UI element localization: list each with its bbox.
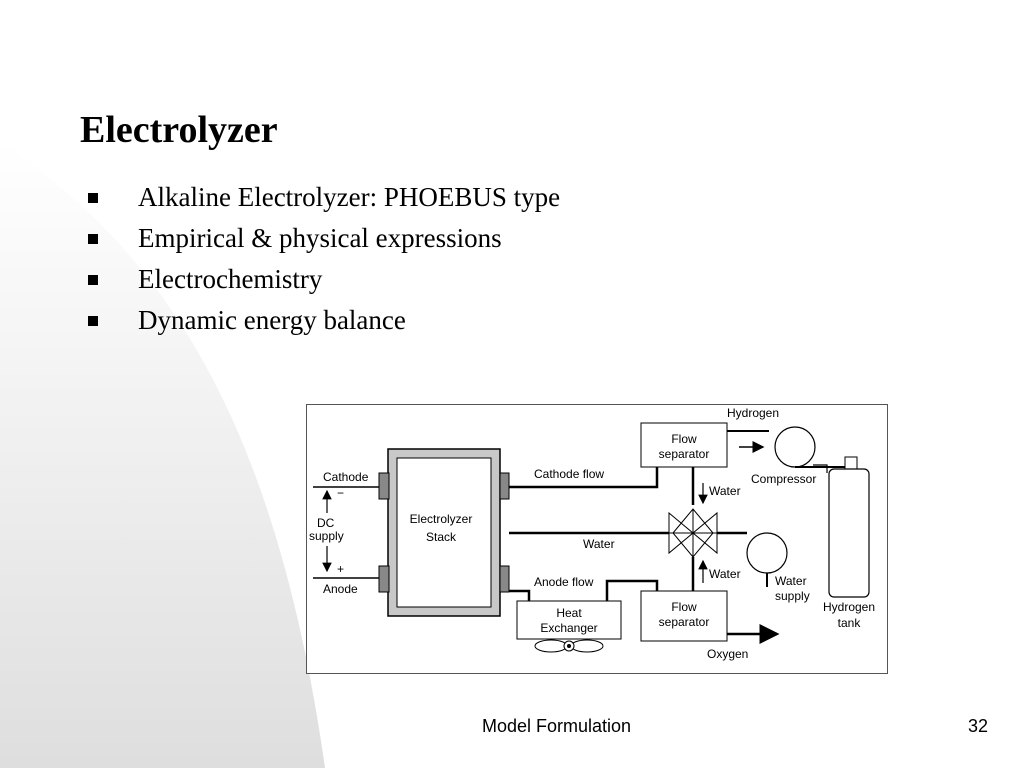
water-supply-label-2: supply — [775, 589, 810, 603]
page-number: 32 — [967, 716, 988, 736]
electrolyzer-stack: Electrolyzer Stack — [387, 448, 501, 617]
electrolyzer-diagram-svg: Electrolyzer Stack Cathode − DC supply +… — [309, 406, 875, 661]
water-pump — [746, 532, 788, 587]
flow-separator-top-label-1: Flow — [671, 432, 697, 446]
hydrogen-tank — [828, 456, 870, 598]
stack-label-1: Electrolyzer — [410, 512, 473, 526]
square-bullet-icon — [88, 275, 98, 285]
heat-exchanger-label-2: Exchanger — [540, 621, 597, 635]
cathode-flow-pipe — [509, 467, 659, 489]
flow-separator-top-label-2: separator — [659, 447, 710, 461]
anode-flow-label: Anode flow — [534, 575, 594, 589]
square-bullet-icon — [88, 316, 98, 326]
supply-label: supply — [309, 529, 344, 543]
cathode-outlet — [499, 472, 510, 500]
flow-separator-bottom-label-2: separator — [659, 615, 710, 629]
flow-separator-top — [640, 422, 728, 468]
electrolyzer-diagram: Electrolyzer Stack Cathode − DC supply +… — [306, 404, 888, 674]
anode-outlet — [499, 565, 510, 593]
oxygen-label: Oxygen — [707, 647, 748, 661]
heat-exchanger — [516, 600, 622, 640]
mixing-valve — [668, 508, 718, 558]
hydrogen-label: Hydrogen — [727, 406, 779, 420]
minus-sign: − — [337, 486, 344, 500]
bullet-text: Electrochemistry — [138, 264, 323, 294]
flow-separator-bottom — [640, 590, 728, 642]
hydrogen-tank-label-1: Hydrogen — [823, 600, 875, 614]
hydrogen-tank-label-2: tank — [838, 616, 862, 630]
water-mid-label: Water — [583, 537, 615, 551]
water-bottom-label: Water — [709, 567, 741, 581]
plus-sign: + — [337, 562, 344, 576]
bullet-text: Alkaline Electrolyzer: PHOEBUS type — [138, 182, 561, 212]
compressor-outlet — [813, 464, 828, 473]
square-bullet-icon — [88, 234, 98, 244]
fan-icon — [534, 639, 604, 653]
anode-terminal — [378, 565, 390, 593]
stack-label-2: Stack — [426, 530, 457, 544]
anode-flow-pipe — [509, 589, 531, 601]
dc-label: DC — [317, 516, 335, 530]
flow-separator-bottom-label-1: Flow — [671, 600, 697, 614]
water-top-label: Water — [709, 484, 741, 498]
square-bullet-icon — [88, 193, 98, 203]
heat-to-separator-pipe — [605, 579, 659, 601]
anode-label: Anode — [323, 582, 358, 596]
cathode-label: Cathode — [323, 470, 369, 484]
footer-title: Model Formulation — [482, 716, 632, 736]
compressor — [774, 426, 851, 468]
slide-title: Electrolyzer — [80, 109, 278, 151]
water-supply-label-1: Water — [775, 574, 807, 588]
bullet-text: Empirical & physical expressions — [138, 223, 502, 253]
bullet-text: Dynamic energy balance — [138, 305, 406, 335]
heat-exchanger-label-1: Heat — [556, 606, 582, 620]
cathode-terminal — [378, 472, 390, 500]
compressor-label: Compressor — [751, 472, 816, 486]
cathode-flow-label: Cathode flow — [534, 467, 604, 481]
